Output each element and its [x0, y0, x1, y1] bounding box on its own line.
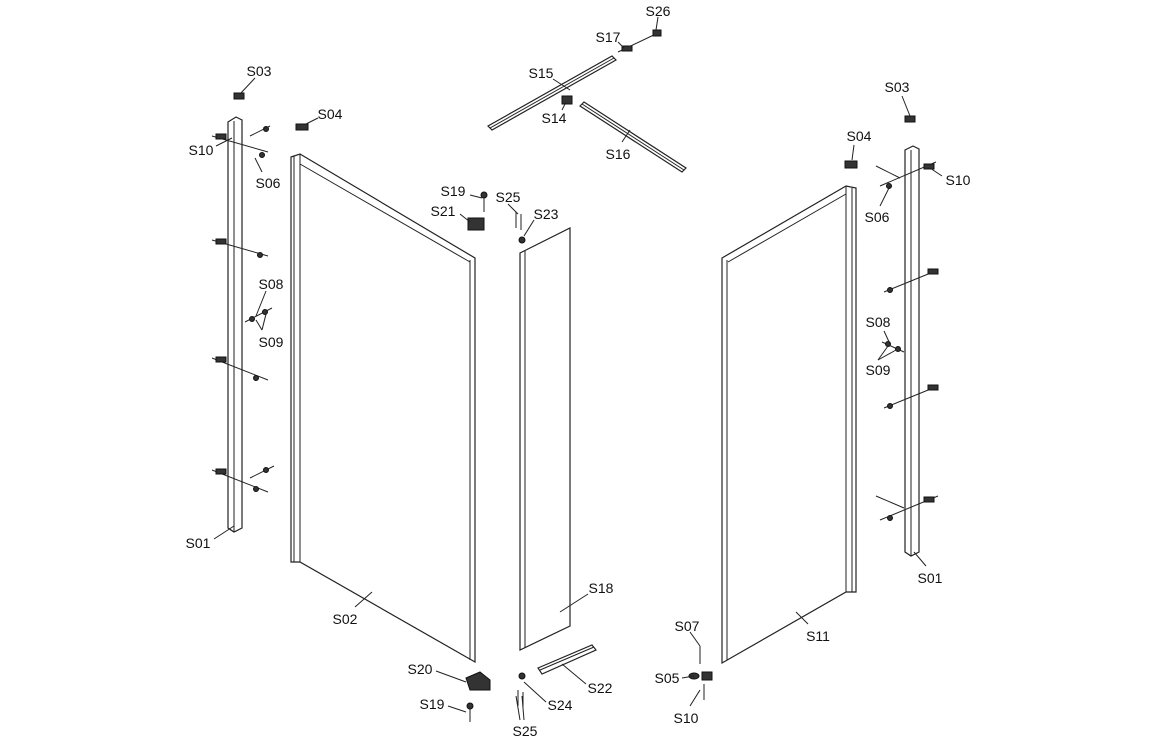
label-s14: S14 — [542, 110, 567, 126]
left-glass-panel — [290, 153, 476, 664]
label-s08-left: S08 — [259, 276, 284, 292]
label-s05: S05 — [655, 670, 680, 686]
label-s22: S22 — [588, 680, 613, 696]
label-s19-top: S19 — [441, 183, 466, 199]
part-labels: S03 S04 S10 S06 S08 S09 S01 S02 S19 S21 … — [186, 3, 971, 739]
label-s10-bottom: S10 — [674, 710, 699, 726]
left-wall-profile — [227, 116, 243, 533]
label-s17: S17 — [596, 29, 621, 45]
label-s18: S18 — [589, 580, 614, 596]
label-s26: S26 — [646, 3, 671, 19]
hinge-s20 — [465, 671, 491, 691]
label-s01-left: S01 — [186, 535, 211, 551]
leader-lines — [213, 16, 943, 721]
label-s16: S16 — [606, 146, 631, 162]
right-cap-s04 — [844, 160, 858, 169]
label-s20: S20 — [408, 661, 433, 677]
label-s04-right: S04 — [847, 128, 872, 144]
label-s23: S23 — [534, 206, 559, 222]
label-s06-left: S06 — [256, 175, 281, 191]
top-rails — [487, 29, 687, 173]
label-s11: S11 — [806, 628, 830, 644]
label-s25-bottom: S25 — [513, 723, 538, 739]
label-s24: S24 — [548, 697, 573, 713]
label-s25-top: S25 — [496, 189, 521, 205]
label-s15: S15 — [529, 65, 554, 81]
label-s08-right: S08 — [866, 314, 891, 330]
label-s04-left: S04 — [318, 106, 343, 122]
label-s09-right: S09 — [866, 362, 891, 378]
label-s03-right: S03 — [885, 79, 910, 95]
left-cap-s03 — [233, 92, 245, 100]
label-s02: S02 — [333, 611, 358, 627]
label-s10-right: S10 — [946, 172, 971, 188]
door-panel — [465, 191, 597, 722]
right-cap-s03 — [904, 115, 916, 123]
connector-s14 — [561, 95, 573, 105]
left-wall-fixings — [211, 92, 309, 493]
label-s01-right: S01 — [918, 570, 943, 586]
hinge-s21 — [467, 217, 485, 231]
label-s09-left: S09 — [259, 334, 284, 350]
label-s03-left: S03 — [247, 63, 272, 79]
label-s10-left: S10 — [189, 142, 214, 158]
right-wall-profile — [904, 115, 920, 557]
right-wall-fixings — [875, 161, 939, 521]
label-s06-right: S06 — [865, 209, 890, 225]
label-s21: S21 — [431, 203, 456, 219]
label-s19-bottom: S19 — [420, 696, 445, 712]
right-glass-panel — [688, 160, 858, 700]
label-s07: S07 — [675, 618, 700, 634]
left-cap-s04 — [295, 123, 309, 131]
